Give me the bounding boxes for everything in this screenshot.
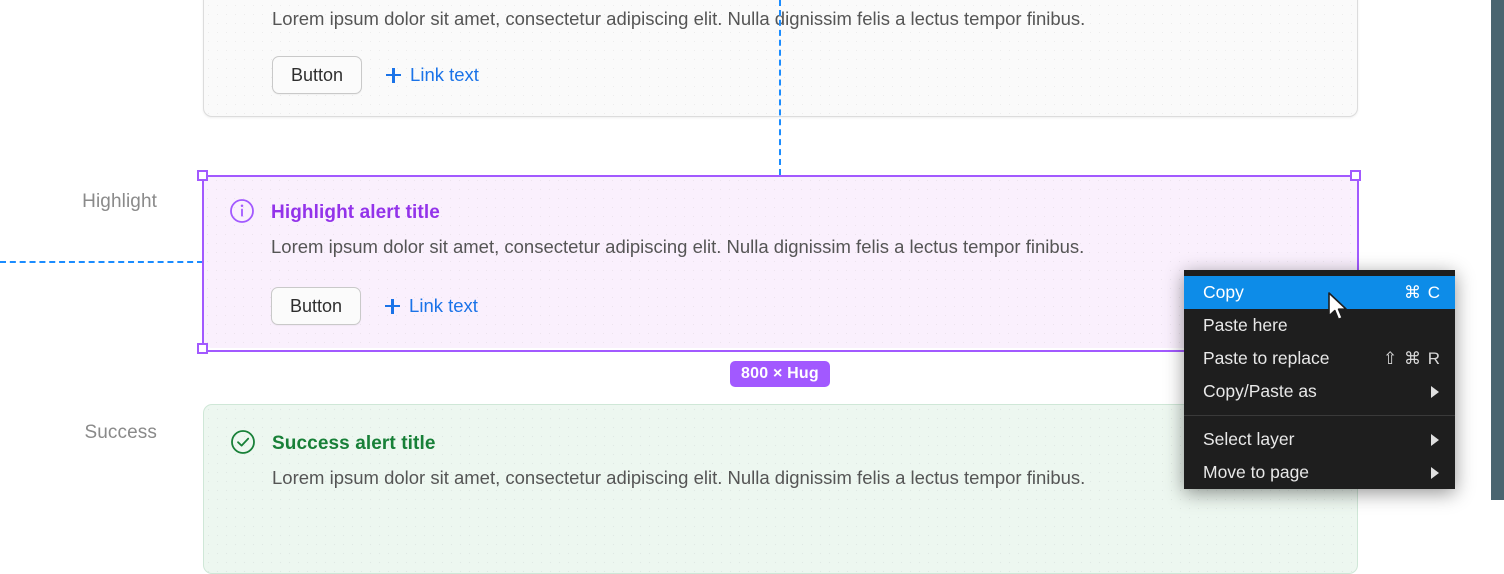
- alert-link-label-highlight: Link text: [409, 295, 478, 316]
- menu-item-copy-paste-as[interactable]: Copy/Paste as: [1184, 375, 1455, 408]
- menu-item-label: Copy: [1203, 282, 1244, 302]
- alert-body-info: Lorem ipsum dolor sit amet, consectetur …: [272, 8, 1086, 29]
- menu-item-label: Select layer: [1203, 429, 1295, 449]
- context-menu[interactable]: Copy ⌘ C Paste here Paste to replace ⇧ ⌘…: [1184, 270, 1455, 489]
- submenu-arrow-icon: [1431, 433, 1439, 446]
- selection-handle-top-right[interactable]: [1350, 170, 1361, 181]
- alert-title-success: Success alert title: [272, 433, 436, 454]
- menu-item-label: Move to page: [1203, 462, 1310, 482]
- alert-link-info[interactable]: Link text: [386, 64, 479, 86]
- row-label-highlight: Highlight: [82, 191, 157, 212]
- alert-button-info[interactable]: Button: [272, 56, 363, 94]
- plus-icon: [385, 298, 401, 314]
- alert-actions-highlight: Button Link text: [271, 287, 478, 325]
- size-badge: 800 × Hug: [730, 361, 830, 387]
- selection-handle-bottom-left[interactable]: [197, 343, 208, 354]
- plus-icon: [386, 67, 402, 83]
- row-label-success: Success: [84, 422, 157, 443]
- menu-item-shortcut: ⌘ C: [1404, 282, 1441, 302]
- menu-item-shortcut: ⇧ ⌘ R: [1383, 348, 1441, 368]
- menu-item-copy[interactable]: Copy ⌘ C: [1184, 276, 1455, 309]
- smart-guide-vertical: [779, 0, 781, 175]
- menu-item-select-layer[interactable]: Select layer: [1184, 423, 1455, 456]
- alert-link-label-info: Link text: [410, 64, 479, 85]
- menu-item-label: Paste to replace: [1203, 348, 1330, 368]
- menu-item-paste-here[interactable]: Paste here: [1184, 309, 1455, 342]
- smart-guide-horizontal: [0, 261, 203, 263]
- menu-item-label: Copy/Paste as: [1203, 381, 1317, 401]
- menu-item-paste-to-replace[interactable]: Paste to replace ⇧ ⌘ R: [1184, 342, 1455, 375]
- menu-item-move-to-page[interactable]: Move to page: [1184, 456, 1455, 489]
- alert-link-highlight[interactable]: Link text: [385, 295, 478, 317]
- selection-handle-top-left[interactable]: [197, 170, 208, 181]
- alert-title-highlight: Highlight alert title: [271, 202, 440, 223]
- alert-button-highlight[interactable]: Button: [271, 287, 362, 325]
- app-chrome-right-strip: [1491, 0, 1504, 500]
- info-circle-icon: [229, 198, 255, 224]
- alert-card-highlight[interactable]: Highlight alert title Lorem ipsum dolor …: [203, 176, 1358, 348]
- alert-body-success: Lorem ipsum dolor sit amet, consectetur …: [272, 467, 1086, 488]
- alert-actions-info: Button Link text: [272, 56, 479, 94]
- alert-body-highlight: Lorem ipsum dolor sit amet, consectetur …: [271, 236, 1085, 257]
- menu-separator: [1184, 415, 1455, 416]
- check-circle-icon: [230, 429, 256, 455]
- submenu-arrow-icon: [1431, 466, 1439, 479]
- menu-item-label: Paste here: [1203, 315, 1288, 335]
- submenu-arrow-icon: [1431, 385, 1439, 398]
